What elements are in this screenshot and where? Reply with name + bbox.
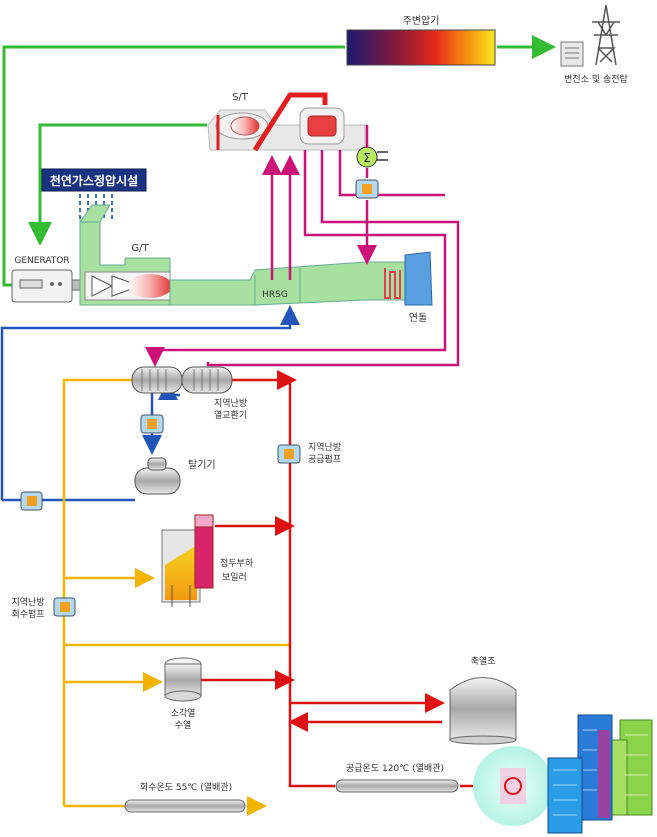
gas-facility-label: 천연가스정압시설 (50, 173, 138, 188)
heat-exchanger-label-1: 지역난방 (214, 398, 247, 409)
peak-load-boiler: 첨두부하 보일러 (161, 514, 254, 607)
substation-icon (560, 41, 584, 67)
gas-turbine-label: G/T (131, 243, 149, 254)
heat-storage-tank: 축열조 (449, 656, 517, 745)
peak-boiler-label-2: 보일러 (222, 572, 247, 583)
return-temp-label: 회수온도 55℃ (열배관) (140, 782, 232, 793)
heat-exchanger: 지역난방 열교환기 (131, 366, 247, 421)
svg-text:Σ: Σ (363, 151, 371, 165)
condenser: Σ (356, 146, 388, 168)
deaerator: 탈기기 (134, 457, 216, 495)
steam-turbine-label: S/T (232, 92, 249, 103)
deaerator-pump-icon (140, 414, 164, 434)
stack-label: 연돌 (409, 312, 427, 324)
heat-exchanger-label-2: 열교환기 (214, 409, 247, 421)
transformer-label: 주변압기 (403, 14, 440, 27)
return-pipe: 회수온도 55℃ (열배관) (124, 782, 267, 816)
generator: GENERATOR (11, 256, 85, 303)
power-lines (2, 35, 556, 287)
supply-pump-label-2: 공급펌프 (308, 453, 341, 465)
supply-temp-label: 공급온도 120℃ (열배관) (346, 763, 444, 774)
main-transformer: 주변압기 (346, 14, 496, 66)
supply-pump-label-1: 지역난방 (308, 442, 341, 453)
incinerator-label-1: 소각열 (171, 707, 196, 719)
incinerator-label-2: 수열 (175, 720, 192, 731)
city-buildings-icon (547, 714, 653, 834)
condensate-pump-icon (355, 179, 379, 199)
hrsg-duct: HRSG (169, 261, 406, 306)
return-pump-label-2: 회수펌프 (11, 608, 44, 620)
feedwater-pump-icon (20, 491, 43, 511)
steam-turbine: S/T (207, 92, 366, 152)
deaerator-label: 탈기기 (188, 458, 216, 471)
return-lines (62, 378, 538, 808)
peak-boiler-label-1: 첨두부하 (220, 558, 254, 569)
return-pump-label-1: 지역난방 (11, 597, 44, 608)
consumer-heat-exchanger (473, 746, 553, 826)
gas-turbine: G/T (79, 204, 172, 306)
storage-tank-label: 축열조 (471, 656, 496, 667)
hrsg-label: HRSG (262, 290, 288, 300)
generator-label: GENERATOR (14, 256, 69, 266)
supply-pipe: 공급온도 120℃ (열배관) (335, 763, 459, 793)
substation-label: 변전소 및 송전탑 (564, 73, 628, 85)
supply-pump-icon: 지역난방 공급펌프 (277, 442, 341, 465)
return-pump-icon: 지역난방 회수펌프 (11, 597, 76, 620)
steam-lines (145, 125, 460, 367)
incineration-heat-tank: 소각열 수열 (164, 657, 202, 731)
transmission-tower-icon (592, 4, 620, 66)
stack: 연돌 (404, 251, 433, 324)
